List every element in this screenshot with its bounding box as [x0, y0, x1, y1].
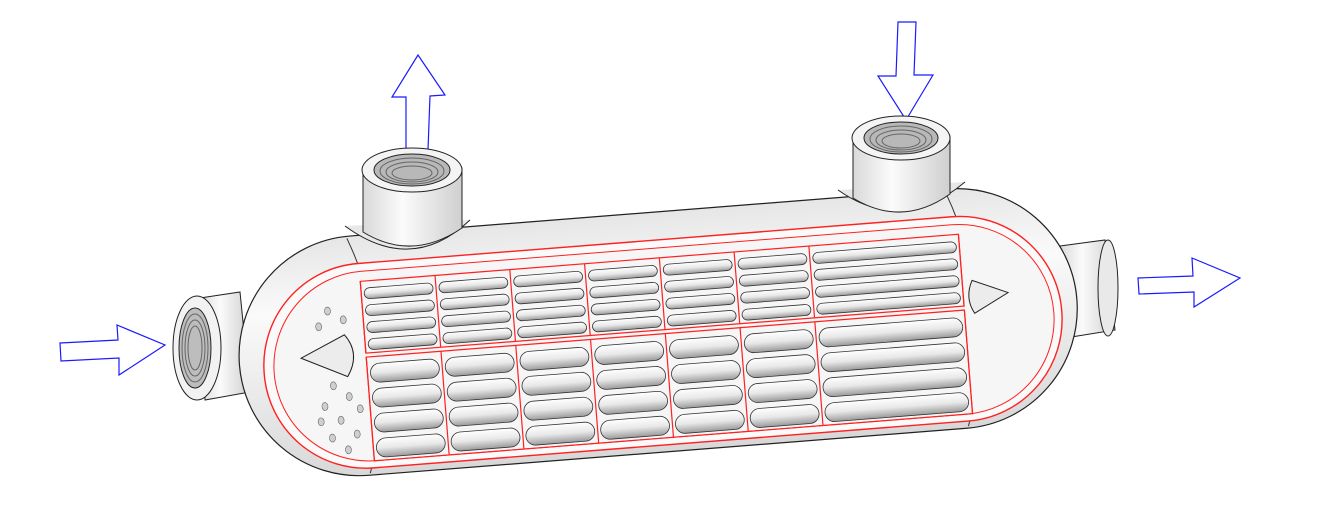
end-cone-right [968, 279, 1010, 314]
outlet-arrow-right [1137, 257, 1242, 309]
tube [363, 282, 434, 300]
tube-hole [315, 322, 323, 332]
baffle [583, 263, 591, 336]
tube-hole [329, 433, 336, 443]
tube [517, 321, 587, 339]
tube [442, 327, 513, 345]
tube [737, 253, 808, 270]
baffle [733, 251, 741, 324]
tube [741, 304, 812, 321]
baffle [589, 339, 600, 444]
tube [820, 342, 966, 373]
tube [662, 259, 733, 276]
tube-hole [324, 306, 331, 316]
tube [675, 410, 745, 434]
thread-icon [869, 125, 933, 153]
tube [822, 367, 968, 398]
baffle [739, 327, 749, 432]
tube [749, 404, 820, 428]
tube [513, 270, 583, 288]
tube [666, 310, 737, 327]
tube [523, 396, 594, 421]
tube [596, 366, 666, 390]
tube [372, 383, 442, 408]
tube [521, 371, 592, 396]
tube [588, 265, 658, 282]
baffle [808, 246, 816, 318]
tube [439, 293, 510, 311]
tube [815, 275, 960, 298]
tube [669, 335, 739, 359]
tube [740, 287, 810, 304]
tube [673, 385, 743, 409]
baffle [658, 257, 666, 330]
tube [747, 379, 818, 403]
tube [446, 377, 517, 402]
tube [365, 299, 435, 317]
side-nozzle-right [1059, 239, 1119, 339]
tube [375, 433, 446, 458]
tube-hole [353, 429, 361, 439]
tube [438, 276, 509, 294]
baffle [664, 333, 675, 438]
baffle [440, 351, 450, 455]
baffle [515, 345, 525, 450]
tube [813, 258, 959, 281]
tube [818, 317, 964, 348]
tube [738, 270, 809, 287]
tube [664, 276, 734, 293]
tube [514, 287, 585, 305]
top-nozzle-left [344, 147, 471, 250]
tube-hole [345, 392, 353, 401]
tube [448, 402, 519, 427]
tube [374, 408, 444, 433]
tube [816, 292, 961, 315]
tube-hole [339, 315, 347, 325]
tube [444, 352, 515, 377]
tube [589, 282, 660, 299]
tube-hole [317, 417, 325, 427]
baffle [434, 275, 442, 348]
tube-hole [337, 416, 345, 425]
tube-hole [356, 404, 364, 414]
tube [450, 427, 521, 452]
tube [594, 341, 665, 365]
tube [745, 354, 816, 379]
tube [665, 293, 736, 310]
top-nozzle-right [837, 115, 966, 213]
baffle [509, 269, 517, 342]
side-nozzle-left [172, 291, 251, 401]
end-cone-left [299, 334, 354, 378]
tube [671, 360, 741, 384]
thread-icon [181, 313, 209, 383]
outlet-arrow-top-left [390, 53, 447, 151]
tube [516, 304, 586, 322]
tube [592, 315, 662, 333]
tube-bundle [359, 233, 974, 462]
tube [598, 390, 668, 415]
tube [441, 310, 511, 328]
tube-hole [330, 381, 337, 391]
inlet-arrow-left [59, 324, 167, 377]
tube [367, 333, 438, 350]
tube [525, 421, 596, 446]
tube-sheet-holes [315, 306, 364, 455]
tube [824, 392, 969, 422]
tube [366, 316, 437, 333]
tube [812, 241, 957, 264]
tube [600, 415, 670, 440]
pass-partition [359, 233, 965, 354]
inlet-arrow-top-right [876, 21, 935, 122]
thread-icon [379, 157, 445, 185]
tube [743, 329, 814, 354]
flow-arrows [59, 21, 1242, 377]
tube-hole [321, 402, 329, 411]
tube [370, 358, 440, 383]
tube [590, 298, 661, 316]
tube-hole [345, 445, 352, 455]
baffle [814, 321, 824, 426]
pass-partition [365, 309, 974, 462]
tube [519, 347, 590, 371]
